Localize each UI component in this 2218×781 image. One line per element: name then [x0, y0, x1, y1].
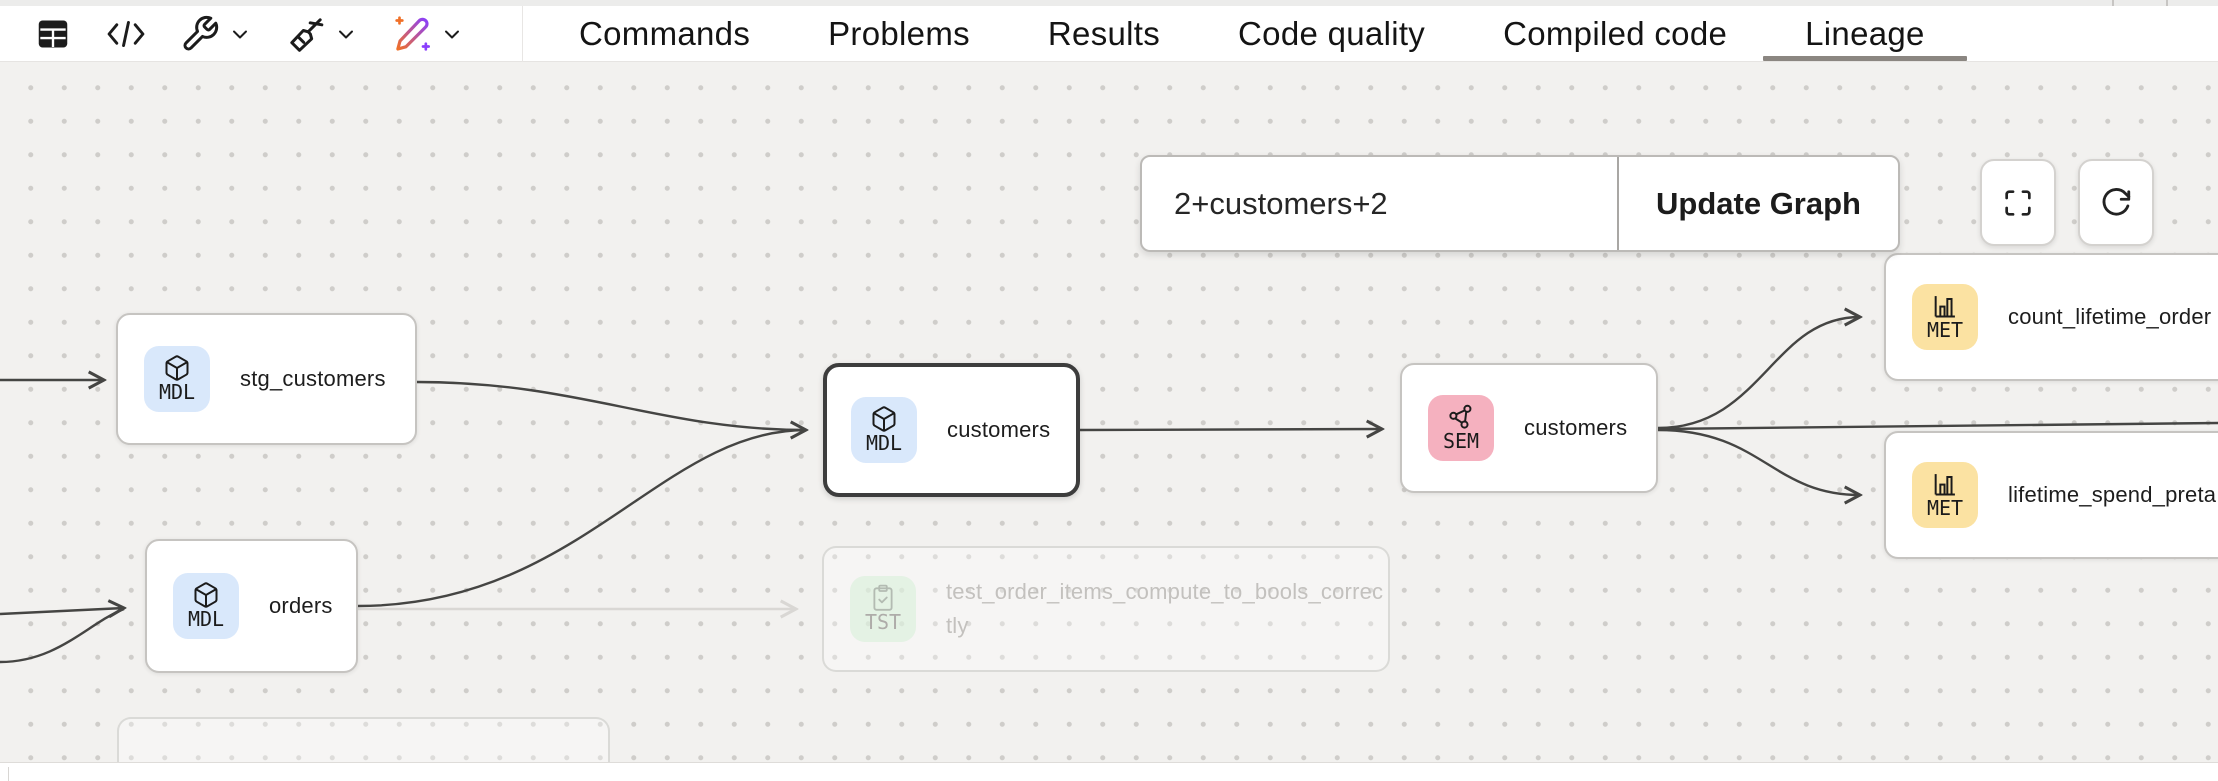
model-cube-icon [872, 406, 896, 432]
node-label: customers [947, 417, 1051, 442]
data-table-button[interactable] [34, 15, 72, 53]
node-stg-customers[interactable]: MDL stg_customers [116, 313, 417, 445]
model-badge: MDL [851, 397, 917, 463]
node-label: orders [269, 593, 333, 618]
badge-label: TST [864, 610, 902, 634]
editor-toolbar [0, 6, 464, 61]
bottom-strip [0, 762, 2218, 781]
test-badge: TST [850, 576, 916, 642]
metric-chart-icon [1934, 474, 1955, 496]
metric-chart-icon [1934, 296, 1955, 318]
broom-icon [290, 17, 324, 52]
node-test-partial[interactable] [117, 717, 610, 762]
chevron-down-icon [339, 30, 353, 38]
node-test-order-items[interactable]: TST test_order_items_compute_to_bools_co… [822, 546, 1390, 672]
lineage-canvas[interactable]: MDL stg_customers MDL orders MDL custome… [0, 62, 2218, 762]
semantic-model-badge: SEM [1428, 395, 1494, 461]
panel-tabs: Commands Problems Results Code quality C… [523, 6, 1967, 61]
refresh-icon [2102, 187, 2131, 215]
node-label: test_order_items_compute_to_bools_correc… [946, 579, 1384, 638]
model-cube-icon [194, 582, 218, 608]
model-badge: MDL [173, 573, 239, 639]
node-count-lifetime-order[interactable]: MET count_lifetime_order [1884, 253, 2218, 381]
edge [0, 608, 124, 614]
node-lifetime-spend-pretax[interactable]: MET lifetime_spend_preta [1884, 431, 2218, 559]
toolbar-tabs-divider [522, 5, 523, 62]
code-icon [107, 20, 145, 47]
badge-label: SEM [1442, 429, 1480, 453]
edge [1657, 428, 1860, 495]
code-button[interactable] [106, 17, 146, 51]
update-graph-button[interactable]: Update Graph [1617, 157, 1898, 250]
data-table-icon [38, 20, 68, 47]
window-top-strip [0, 0, 2218, 6]
edge [1657, 317, 1860, 430]
refresh-button[interactable] [2078, 159, 2154, 246]
edge [0, 607, 125, 664]
badge-label: MDL [187, 607, 225, 631]
ai-magic-pencil-icon [395, 15, 430, 51]
test-clipboard-icon [873, 584, 893, 611]
top-strip-tick [2166, 0, 2168, 6]
node-label: lifetime_spend_preta [2008, 482, 2217, 507]
node-orders[interactable]: MDL orders [145, 539, 358, 673]
tab-results[interactable]: Results [1047, 14, 1161, 52]
edge [1079, 429, 1382, 430]
fullscreen-icon [2005, 189, 2031, 216]
fullscreen-button[interactable] [1980, 159, 2056, 246]
badge-label: MET [1926, 496, 1964, 520]
build-tools-button[interactable] [180, 14, 252, 54]
tab-compiled-code[interactable]: Compiled code [1503, 14, 1728, 52]
badge-label: MDL [158, 380, 196, 404]
metric-badge: MET [1912, 284, 1978, 350]
lineage-selector-panel: Update Graph [1140, 155, 1900, 252]
clean-button[interactable] [286, 14, 358, 54]
semantic-model-icon [1449, 404, 1472, 429]
selector-input[interactable] [1142, 157, 1617, 250]
node-label: count_lifetime_order [2008, 304, 2212, 329]
tab-problems[interactable]: Problems [828, 14, 970, 52]
model-badge: MDL [144, 346, 210, 412]
node-customers-model-selected[interactable]: MDL customers [823, 363, 1080, 497]
model-cube-icon [165, 355, 189, 381]
edge [1657, 421, 2218, 431]
node-label: stg_customers [240, 366, 386, 391]
panel-header: Commands Problems Results Code quality C… [0, 5, 2218, 62]
ai-assist-button[interactable] [392, 14, 464, 54]
edge [357, 430, 806, 608]
metric-badge: MET [1912, 462, 1978, 528]
badge-label: MDL [865, 431, 903, 455]
tab-lineage[interactable]: Lineage [1763, 6, 1967, 61]
bottom-panel-edge [8, 767, 9, 781]
top-strip-tick [2112, 0, 2114, 6]
edge [416, 380, 807, 432]
node-customers-semantic[interactable]: SEM customers [1400, 363, 1658, 493]
tab-commands[interactable]: Commands [579, 14, 751, 52]
tab-code-quality[interactable]: Code quality [1238, 14, 1426, 52]
chevron-down-icon [445, 30, 459, 38]
wrench-icon [183, 15, 219, 50]
chevron-down-icon [233, 30, 247, 38]
node-label: customers [1524, 415, 1628, 440]
lineage-edges [0, 62, 2218, 664]
badge-label: MET [1926, 318, 1964, 342]
